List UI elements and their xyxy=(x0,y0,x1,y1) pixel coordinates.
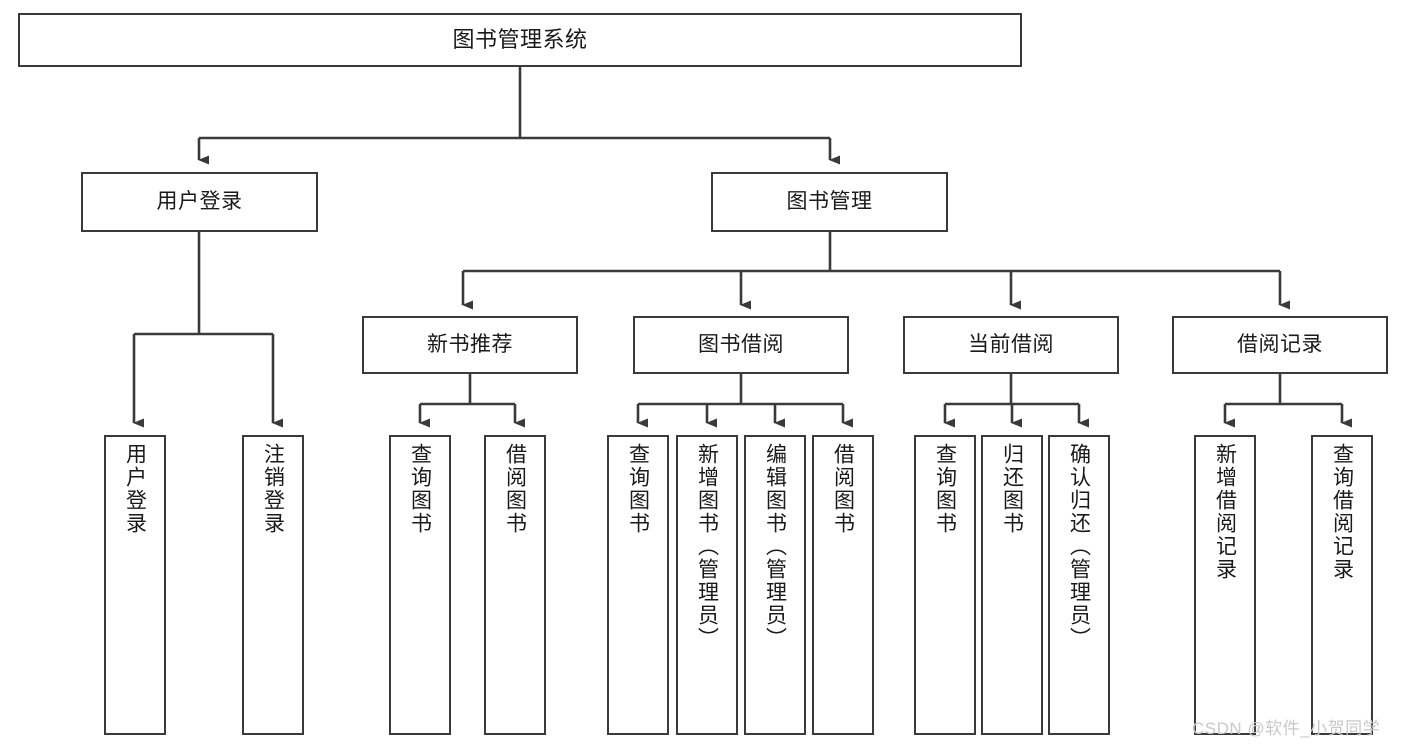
node-leaf-edit-book-label: 编辑图书（管理员） xyxy=(763,443,787,650)
node-leaf-user-login-label: 用户登录 xyxy=(123,443,147,535)
watermark: CSDN @软件_小贺同学 xyxy=(1192,719,1381,738)
node-leaf-add-book-label: 新增图书（管理员） xyxy=(695,443,719,650)
node-leaf-add-record[interactable]: 新增借阅记录 xyxy=(1194,435,1256,735)
node-leaf-query-record[interactable]: 查询借阅记录 xyxy=(1311,435,1373,735)
node-user-login-label: 用户登录 xyxy=(156,189,243,213)
node-root[interactable]: 图书管理系统 xyxy=(18,13,1022,67)
node-book-manage-label: 图书管理 xyxy=(786,189,873,213)
node-leaf-borrow-book-1-label: 借阅图书 xyxy=(503,443,527,535)
node-book-borrow[interactable]: 图书借阅 xyxy=(633,316,849,374)
node-leaf-query-book-2[interactable]: 查询图书 xyxy=(607,435,669,735)
node-book-manage[interactable]: 图书管理 xyxy=(711,172,948,232)
node-leaf-query-book-3[interactable]: 查询图书 xyxy=(914,435,976,735)
node-leaf-logout-label: 注销登录 xyxy=(261,443,285,535)
node-leaf-borrow-book-2[interactable]: 借阅图书 xyxy=(812,435,874,735)
node-leaf-borrow-book-1[interactable]: 借阅图书 xyxy=(484,435,546,735)
node-leaf-query-book-1[interactable]: 查询图书 xyxy=(389,435,451,735)
node-leaf-edit-book[interactable]: 编辑图书（管理员） xyxy=(744,435,806,735)
node-leaf-add-record-label: 新增借阅记录 xyxy=(1213,443,1237,581)
node-leaf-query-book-2-label: 查询图书 xyxy=(626,443,650,535)
node-leaf-confirm-return[interactable]: 确认归还（管理员） xyxy=(1048,435,1110,735)
node-leaf-confirm-return-label: 确认归还（管理员） xyxy=(1067,443,1091,650)
node-root-label: 图书管理系统 xyxy=(452,27,588,53)
node-user-login[interactable]: 用户登录 xyxy=(81,172,318,232)
node-leaf-borrow-book-2-label: 借阅图书 xyxy=(831,443,855,535)
node-book-borrow-label: 图书借阅 xyxy=(698,332,784,356)
node-leaf-return-book[interactable]: 归还图书 xyxy=(981,435,1043,735)
node-leaf-query-record-label: 查询借阅记录 xyxy=(1330,443,1354,581)
node-leaf-query-book-1-label: 查询图书 xyxy=(408,443,432,535)
node-leaf-return-book-label: 归还图书 xyxy=(1000,443,1024,535)
node-leaf-add-book[interactable]: 新增图书（管理员） xyxy=(676,435,738,735)
node-leaf-user-login[interactable]: 用户登录 xyxy=(104,435,166,735)
node-leaf-query-book-3-label: 查询图书 xyxy=(933,443,957,535)
node-current-borrow-label: 当前借阅 xyxy=(968,332,1054,356)
node-leaf-logout[interactable]: 注销登录 xyxy=(242,435,304,735)
node-new-book-recommend[interactable]: 新书推荐 xyxy=(362,316,578,374)
node-borrow-record-label: 借阅记录 xyxy=(1237,332,1323,356)
node-borrow-record[interactable]: 借阅记录 xyxy=(1172,316,1388,374)
node-new-book-recommend-label: 新书推荐 xyxy=(427,332,513,356)
node-current-borrow[interactable]: 当前借阅 xyxy=(903,316,1119,374)
